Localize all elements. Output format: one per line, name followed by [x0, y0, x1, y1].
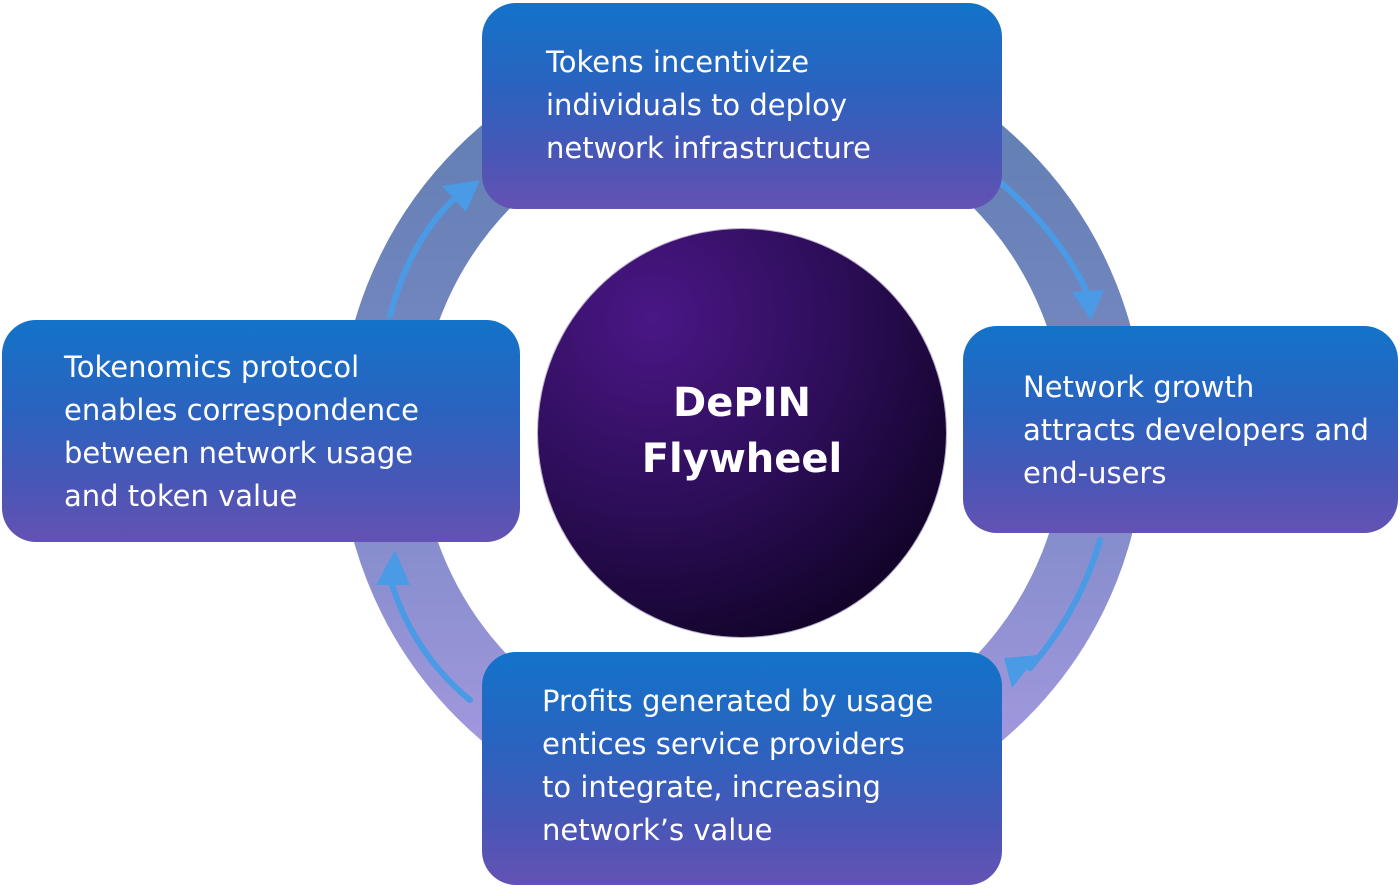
center-title-line: Flywheel [641, 436, 843, 482]
step-card-text: Tokens incentivize individuals to deploy… [546, 41, 1002, 170]
step-line: enables correspondence [64, 393, 419, 427]
step-line: network’s value [542, 813, 773, 847]
flow-arrow-bottom-to-left [376, 550, 473, 703]
step-line: individuals to deploy [546, 88, 848, 122]
step-card-text: Profits generated by usage entices servi… [542, 680, 1002, 852]
step-card-left: Tokenomics protocol enables corresponden… [2, 320, 520, 542]
step-line: Tokens incentivize [546, 45, 810, 79]
step-card-text: Network growth attracts developers and e… [1023, 366, 1398, 495]
step-line: and token value [64, 479, 298, 513]
step-line: Tokenomics protocol [64, 350, 360, 384]
step-line: Profits generated by usage [542, 684, 934, 718]
step-line: network infrastructure [546, 131, 871, 165]
flow-arrow-top-to-right [997, 179, 1104, 320]
step-card-text: Tokenomics protocol enables corresponden… [64, 346, 520, 518]
step-line: attracts developers and [1023, 413, 1369, 447]
step-line: between network usage [64, 436, 414, 470]
step-line: end-users [1023, 456, 1167, 490]
step-line: Network growth [1023, 370, 1255, 404]
step-card-right: Network growth attracts developers and e… [963, 326, 1398, 533]
center-title-line: DePIN [672, 380, 811, 426]
step-card-top: Tokens incentivize individuals to deploy… [482, 3, 1002, 209]
step-line: to integrate, increasing [542, 770, 881, 804]
center-title: DePIN Flywheel [592, 375, 892, 487]
step-line: entices service providers [542, 727, 905, 761]
flow-arrow-right-to-bottom [1004, 537, 1103, 688]
step-card-bottom: Profits generated by usage entices servi… [482, 652, 1002, 885]
center-hub: DePIN Flywheel [538, 229, 946, 637]
flow-arrow-left-to-top [387, 180, 480, 319]
